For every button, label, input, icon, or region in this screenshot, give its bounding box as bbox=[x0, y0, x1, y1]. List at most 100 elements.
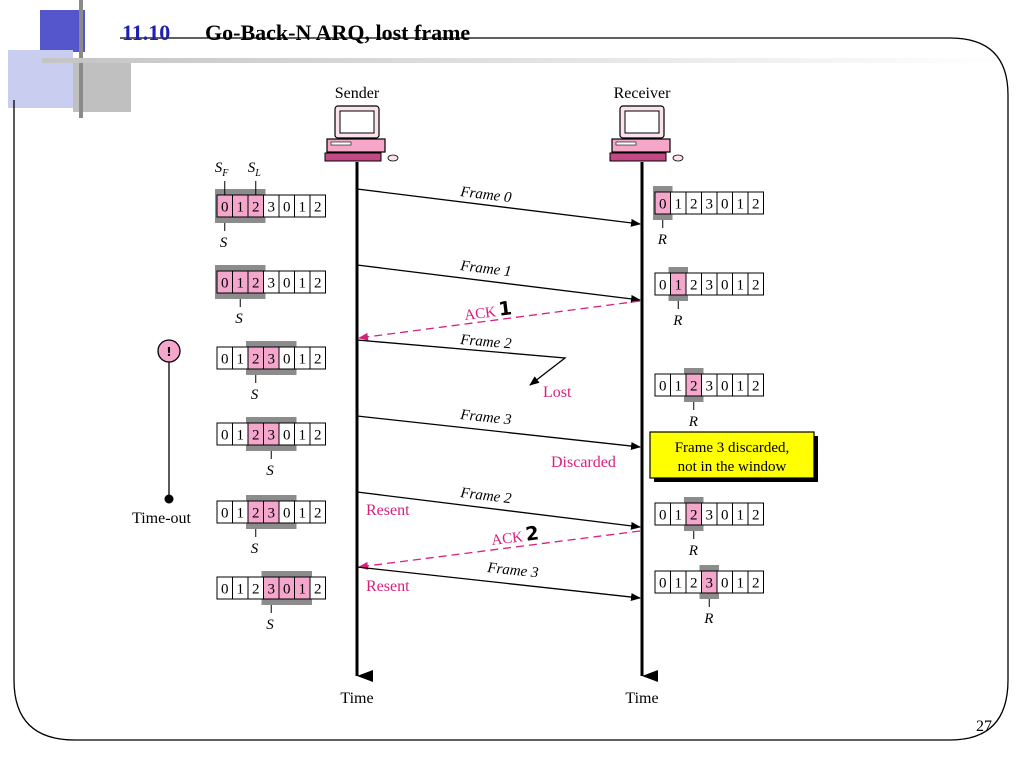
seq-number: 2 bbox=[690, 508, 698, 524]
ack-2-label: ACK2 bbox=[490, 522, 540, 550]
pointer-label: R bbox=[688, 414, 698, 430]
seq-number: 0 bbox=[721, 508, 729, 524]
seq-number: 2 bbox=[252, 200, 260, 216]
frame-3-arrow bbox=[356, 415, 641, 450]
seq-number: 3 bbox=[706, 379, 714, 395]
seq-number: 1 bbox=[237, 428, 245, 444]
seq-number: 3 bbox=[268, 506, 276, 522]
seq-number: 0 bbox=[721, 278, 729, 294]
seq-cell bbox=[309, 346, 326, 370]
seq-number: 2 bbox=[752, 197, 760, 213]
timeout-dot bbox=[164, 494, 174, 504]
seq-number: 3 bbox=[268, 276, 276, 292]
seq-number: 3 bbox=[706, 508, 714, 524]
frame-3-label: Frame 3 bbox=[459, 407, 513, 428]
frame-2-resent-arrow bbox=[356, 491, 641, 530]
pointer-label: R bbox=[672, 313, 682, 329]
seq-cell bbox=[747, 373, 764, 397]
seq-number: 1 bbox=[737, 508, 745, 524]
receiver-label: Receiver bbox=[614, 85, 672, 102]
seq-number: 0 bbox=[659, 379, 667, 395]
seq-number: 1 bbox=[675, 278, 683, 294]
resent-label-1: Resent bbox=[366, 502, 410, 519]
seq-number: 2 bbox=[752, 379, 760, 395]
seq-number: 2 bbox=[252, 506, 260, 522]
seq-number: 0 bbox=[659, 576, 667, 592]
seq-number: 1 bbox=[737, 379, 745, 395]
seq-number: 3 bbox=[706, 197, 714, 213]
seq-number: 2 bbox=[252, 352, 260, 368]
seq-number: 0 bbox=[721, 576, 729, 592]
slide-frame bbox=[13, 37, 1009, 741]
timer-icon bbox=[157, 339, 181, 363]
seq-number: 2 bbox=[314, 200, 322, 216]
ack-1-label: ACK1 bbox=[463, 297, 513, 325]
seq-number: 1 bbox=[237, 582, 245, 598]
seq-number: 3 bbox=[706, 278, 714, 294]
seq-number: 0 bbox=[221, 200, 229, 216]
timer: ! Time-out bbox=[132, 339, 192, 527]
seq-number: 0 bbox=[221, 582, 229, 598]
seq-number: 0 bbox=[221, 506, 229, 522]
seq-number: 1 bbox=[675, 576, 683, 592]
seq-number: 0 bbox=[283, 276, 291, 292]
frame-0-label: Frame 0 bbox=[459, 184, 513, 206]
seq-number: 1 bbox=[675, 379, 683, 395]
note-line-1: Frame 3 discarded, bbox=[675, 440, 790, 456]
seq-number: 0 bbox=[659, 508, 667, 524]
seq-number: 0 bbox=[283, 200, 291, 216]
seq-number: 0 bbox=[283, 582, 291, 598]
ack-2-arrow bbox=[358, 530, 641, 570]
note-line-2: not in the window bbox=[678, 459, 787, 475]
page-number: 27 bbox=[976, 718, 992, 735]
seq-number: 0 bbox=[721, 197, 729, 213]
frame-1-label: Frame 1 bbox=[459, 258, 513, 280]
seq-number: 2 bbox=[690, 576, 698, 592]
seq-number: 1 bbox=[737, 278, 745, 294]
seq-cell bbox=[309, 576, 326, 600]
pointer-label: R bbox=[657, 232, 667, 248]
seq-cell bbox=[309, 270, 326, 294]
sender-computer-icon bbox=[324, 105, 399, 162]
deco-square-blue bbox=[40, 10, 85, 52]
pointer-label: R bbox=[688, 543, 698, 559]
seq-number: 3 bbox=[268, 582, 276, 598]
seq-number: 0 bbox=[721, 379, 729, 395]
resent-label-2: Resent bbox=[366, 578, 410, 595]
slide-title: Go-Back-N ARQ, lost frame bbox=[205, 20, 471, 45]
receiver-computer-icon bbox=[609, 105, 684, 162]
seq-number: 2 bbox=[314, 428, 322, 444]
seq-cell bbox=[309, 500, 326, 524]
seq-number: 1 bbox=[299, 200, 307, 216]
seq-number: 2 bbox=[752, 576, 760, 592]
seq-number: 2 bbox=[314, 506, 322, 522]
seq-number: 2 bbox=[690, 278, 698, 294]
pointer-label: S bbox=[266, 463, 274, 479]
seq-cell bbox=[747, 191, 764, 215]
seq-number: 2 bbox=[690, 197, 698, 213]
pointer-label: S bbox=[266, 617, 274, 633]
seq-number: 1 bbox=[299, 428, 307, 444]
seq-number: 2 bbox=[752, 278, 760, 294]
sender-label: Sender bbox=[335, 85, 380, 102]
frame-2-label: Frame 2 bbox=[459, 332, 513, 353]
seq-number: 1 bbox=[737, 576, 745, 592]
seq-number: 0 bbox=[221, 276, 229, 292]
seq-number: 1 bbox=[299, 276, 307, 292]
seq-cell bbox=[747, 570, 764, 594]
seq-number: 0 bbox=[659, 278, 667, 294]
seq-number: 0 bbox=[221, 352, 229, 368]
seq-number: 2 bbox=[252, 582, 260, 598]
section-number: 11.10 bbox=[122, 20, 171, 45]
seq-number: 3 bbox=[706, 576, 714, 592]
seq-number: 1 bbox=[237, 200, 245, 216]
